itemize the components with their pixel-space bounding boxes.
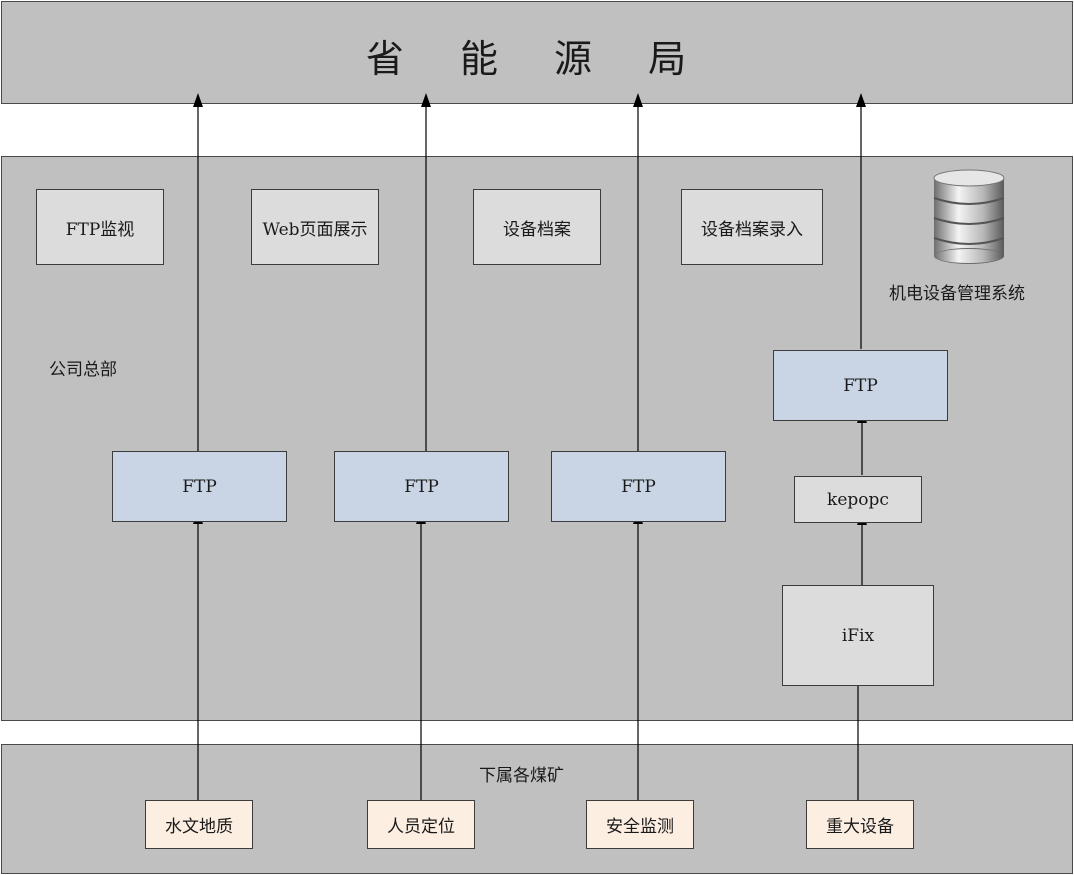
top-authority-panel: 省 能 源 局 [1, 1, 1073, 104]
source-hydrogeology: 水文地质 [145, 800, 253, 849]
ftp-box-safety: FTP [551, 451, 726, 522]
ifix-box: iFix [782, 585, 934, 686]
ftp-monitor-box: FTP监视 [36, 189, 164, 265]
source-personnel-location: 人员定位 [367, 800, 475, 849]
system-ftp-box: FTP [773, 350, 948, 421]
equipment-archive-entry-box: 设备档案录入 [681, 189, 823, 265]
ftp-box-personnel: FTP [334, 451, 509, 522]
ftp-box-hydrology: FTP [112, 451, 287, 522]
hq-label: 公司总部 [49, 360, 117, 380]
web-display-box: Web页面展示 [251, 189, 379, 265]
mines-label: 下属各煤矿 [479, 766, 564, 786]
equipment-archive-box: 设备档案 [473, 189, 601, 265]
source-safety-monitoring: 安全监测 [586, 800, 694, 849]
kepopc-box: kepopc [794, 476, 922, 523]
top-authority-title: 省 能 源 局 [365, 37, 709, 81]
system-label: 机电设备管理系统 [889, 284, 1025, 304]
database-icon [933, 169, 1005, 264]
source-major-equipment: 重大设备 [806, 800, 914, 849]
